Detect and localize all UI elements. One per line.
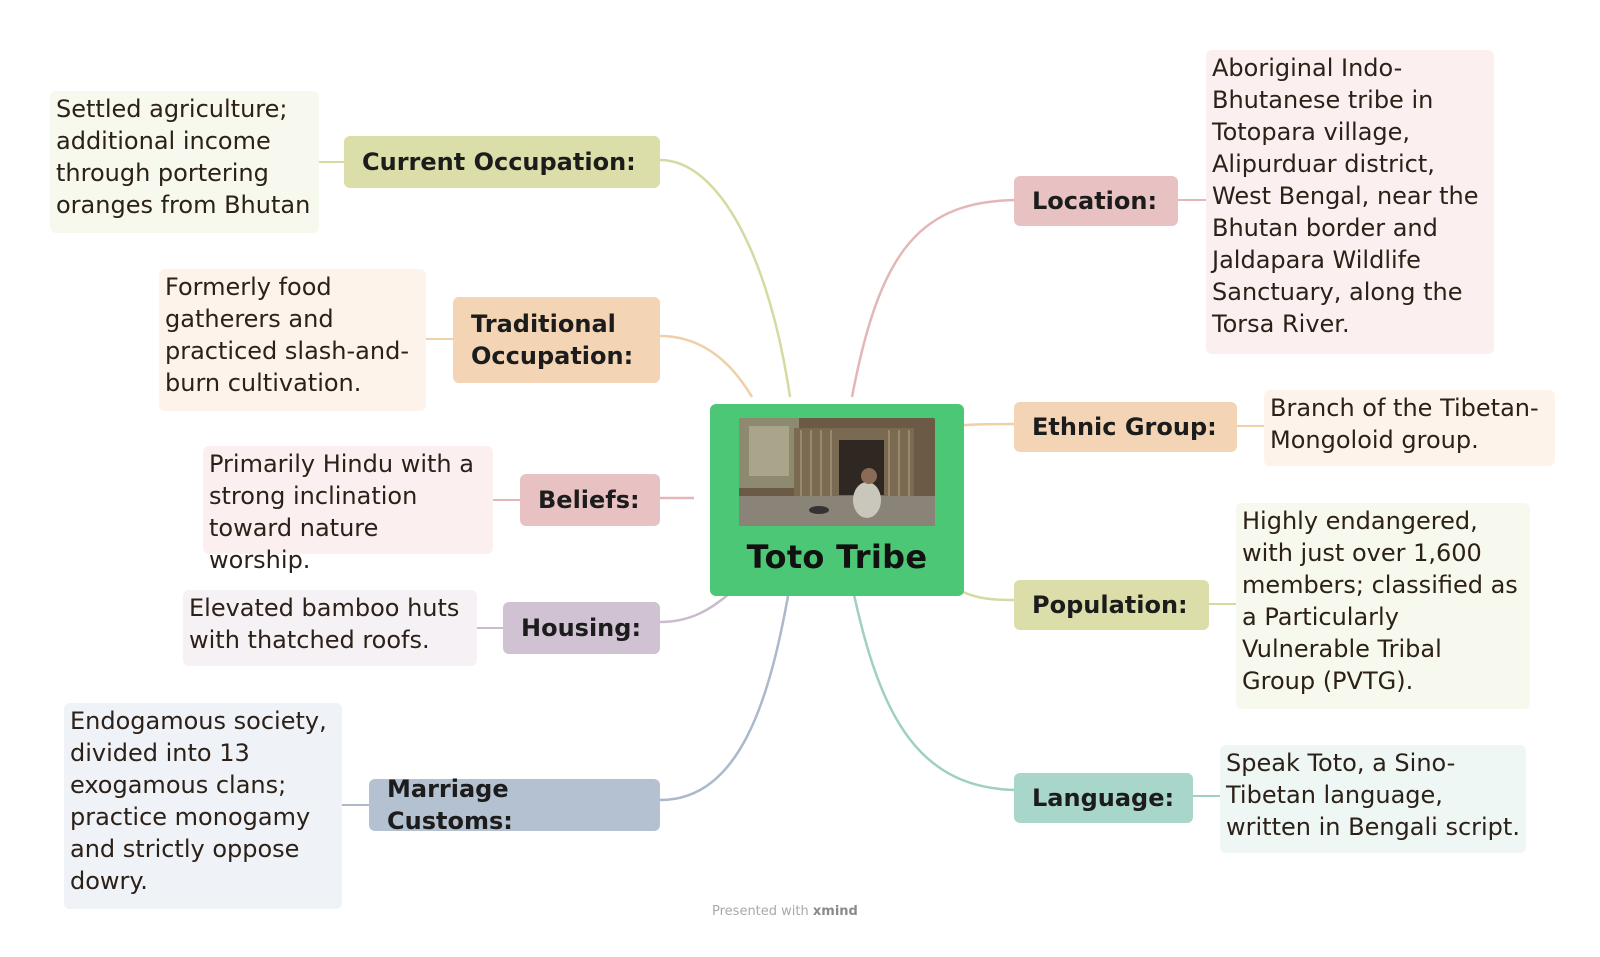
- topic-language[interactable]: Language:: [1014, 773, 1193, 823]
- detail-location[interactable]: Aboriginal Indo-Bhutanese tribe in Totop…: [1206, 50, 1494, 354]
- topic-housing-label: Housing:: [521, 614, 642, 642]
- detail-current-occupation-text: Settled agriculture;additional income th…: [56, 95, 311, 219]
- detail-marriage-customs[interactable]: Endogamous society,divided into 13 exoga…: [64, 703, 342, 909]
- detail-population[interactable]: Highly endangered,with just over 1,600 m…: [1236, 503, 1530, 709]
- connector-language: [850, 584, 1021, 792]
- topic-location-label: Location:: [1032, 187, 1158, 215]
- topic-marriage-customs-label: Marriage Customs:: [387, 775, 513, 835]
- connector-current-occupation: [659, 158, 792, 398]
- topic-population-label: Population:: [1032, 591, 1188, 619]
- presented-with-footer: Presented with xmind: [712, 904, 858, 919]
- topic-ethnic-group[interactable]: Ethnic Group:: [1014, 402, 1237, 452]
- detail-marriage-customs-text: Endogamous society,divided into 13 exoga…: [70, 707, 327, 895]
- connector-traditional-occupation: [659, 334, 754, 398]
- topic-population[interactable]: Population:: [1014, 580, 1209, 630]
- detail-population-text: Highly endangered,with just over 1,600 m…: [1242, 507, 1518, 695]
- detail-ethnic-group[interactable]: Branch of the Tibetan-Mongoloid group.: [1264, 390, 1555, 466]
- detail-location-text: Aboriginal Indo-Bhutanese tribe in Totop…: [1212, 54, 1479, 338]
- detail-language-text: Speak Toto, a Sino-Tibetan language, wri…: [1226, 749, 1520, 841]
- topic-current-occupation-label: Current Occupation:: [362, 148, 636, 176]
- detail-language[interactable]: Speak Toto, a Sino-Tibetan language, wri…: [1220, 745, 1526, 853]
- connector-marriage-customs: [659, 584, 792, 802]
- tribe-photo: [739, 418, 935, 526]
- detail-current-occupation[interactable]: Settled agriculture;additional income th…: [50, 91, 319, 233]
- detail-ethnic-group-text: Branch of the Tibetan-Mongoloid group.: [1270, 394, 1539, 454]
- topic-housing[interactable]: Housing:: [503, 602, 660, 654]
- topic-ethnic-group-label: Ethnic Group:: [1032, 413, 1217, 441]
- connector-housing: [659, 592, 731, 624]
- xmind-brand: xmind: [812, 904, 858, 919]
- topic-location[interactable]: Location:: [1014, 176, 1178, 226]
- topic-language-label: Language:: [1032, 784, 1175, 812]
- topic-current-occupation[interactable]: Current Occupation:: [344, 136, 660, 188]
- central-topic[interactable]: Toto Tribe: [710, 404, 964, 596]
- topic-beliefs[interactable]: Beliefs:: [520, 474, 660, 526]
- topic-marriage-customs[interactable]: Marriage Customs:: [369, 775, 660, 835]
- topic-beliefs-label: Beliefs:: [538, 486, 640, 514]
- topic-traditional-occupation[interactable]: Traditional Occupation:: [453, 297, 660, 383]
- connector-location: [850, 198, 1021, 398]
- central-topic-title: Toto Tribe: [746, 538, 928, 576]
- topic-traditional-occupation-label: Traditional Occupation:: [471, 310, 634, 370]
